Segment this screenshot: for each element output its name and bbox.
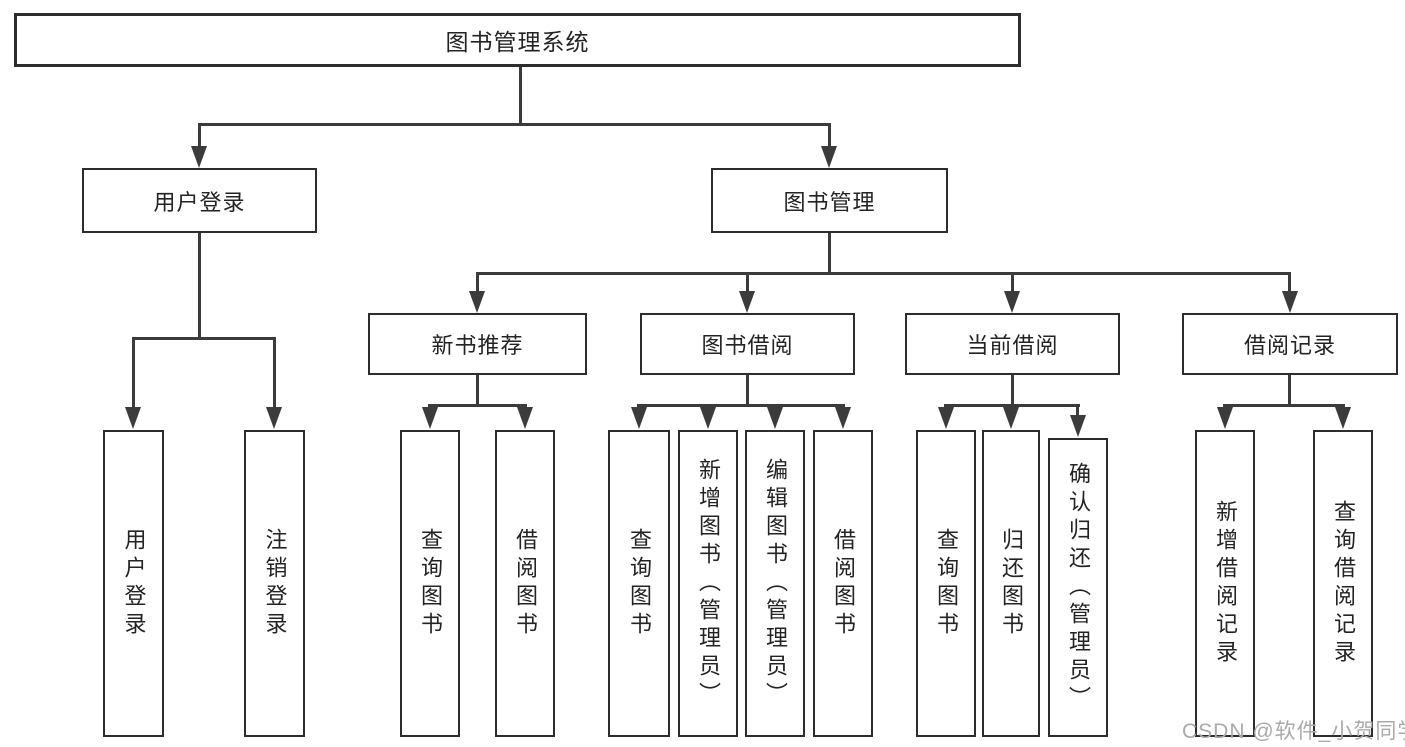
arrowhead bbox=[1004, 291, 1020, 313]
node-root: 图书管理系统 bbox=[14, 13, 1021, 67]
connector-vline bbox=[273, 337, 276, 408]
connector-vline bbox=[746, 272, 749, 292]
leaf-return-book: 归还图书 bbox=[982, 430, 1040, 737]
connector-hline bbox=[476, 272, 1291, 275]
leaf-borrow-book: 借阅图书 bbox=[813, 430, 873, 737]
arrowhead bbox=[1282, 291, 1298, 313]
connector-hline bbox=[132, 337, 276, 340]
arrowhead bbox=[938, 407, 954, 429]
connector-hline bbox=[944, 404, 1080, 407]
node-book-borrow: 图书借阅 bbox=[640, 313, 855, 375]
arrowhead bbox=[1070, 415, 1086, 437]
connector-hline bbox=[1223, 404, 1345, 407]
connector-vline bbox=[1011, 272, 1014, 292]
connector-vline bbox=[198, 233, 201, 340]
arrowhead bbox=[739, 291, 755, 313]
connector-vline bbox=[198, 123, 201, 147]
leaf-borrow-book: 借阅图书 bbox=[495, 430, 555, 737]
csdn-watermark: CSDN @软件_小贺同学 bbox=[1182, 720, 1405, 743]
connector-vline bbox=[746, 375, 749, 407]
arrowhead bbox=[1003, 407, 1019, 429]
arrowhead bbox=[469, 291, 485, 313]
node-user-login: 用户登录 bbox=[82, 168, 317, 233]
connector-hline bbox=[637, 404, 845, 407]
node-borrow-record: 借阅记录 bbox=[1182, 313, 1398, 375]
connector-vline bbox=[828, 123, 831, 147]
arrowhead bbox=[1217, 407, 1233, 429]
arrowhead bbox=[631, 407, 647, 429]
connector-vline bbox=[1288, 272, 1291, 292]
leaf-query-book: 查询图书 bbox=[608, 430, 670, 737]
node-current-borrow: 当前借阅 bbox=[905, 313, 1120, 375]
leaf-query-borrow-record: 查询借阅记录 bbox=[1313, 430, 1373, 737]
connector-hline bbox=[428, 404, 527, 407]
node-book-management: 图书管理 bbox=[711, 168, 948, 233]
leaf-add-borrow-record: 新增借阅记录 bbox=[1195, 430, 1255, 737]
connector-vline bbox=[1288, 375, 1291, 407]
connector-vline bbox=[476, 375, 479, 407]
leaf-edit-book-admin: 编辑图书（管理员） bbox=[745, 430, 805, 737]
arrowhead bbox=[517, 407, 533, 429]
leaf-query-book: 查询图书 bbox=[400, 430, 460, 737]
connector-vline bbox=[828, 233, 831, 274]
leaf-logout: 注销登录 bbox=[244, 430, 305, 737]
leaf-confirm-return-admin: 确认归还（管理员） bbox=[1048, 438, 1108, 737]
connector-vline bbox=[132, 337, 135, 408]
connector-vline bbox=[1011, 375, 1014, 407]
arrowhead bbox=[422, 407, 438, 429]
leaf-add-book-admin: 新增图书（管理员） bbox=[678, 430, 738, 737]
leaf-user-login: 用户登录 bbox=[103, 430, 164, 737]
arrowhead bbox=[700, 407, 716, 429]
arrowhead bbox=[767, 407, 783, 429]
arrowhead bbox=[266, 407, 282, 429]
connector-vline bbox=[1076, 404, 1079, 417]
connector-hline bbox=[198, 123, 831, 126]
arrowhead bbox=[191, 146, 207, 168]
arrowhead bbox=[1335, 407, 1351, 429]
node-new-book-recommend: 新书推荐 bbox=[368, 313, 587, 375]
connector-vline bbox=[476, 272, 479, 292]
arrowhead bbox=[821, 146, 837, 168]
arrowhead bbox=[125, 407, 141, 429]
connector-vline bbox=[519, 67, 522, 126]
leaf-query-book: 查询图书 bbox=[916, 430, 976, 737]
arrowhead bbox=[835, 407, 851, 429]
